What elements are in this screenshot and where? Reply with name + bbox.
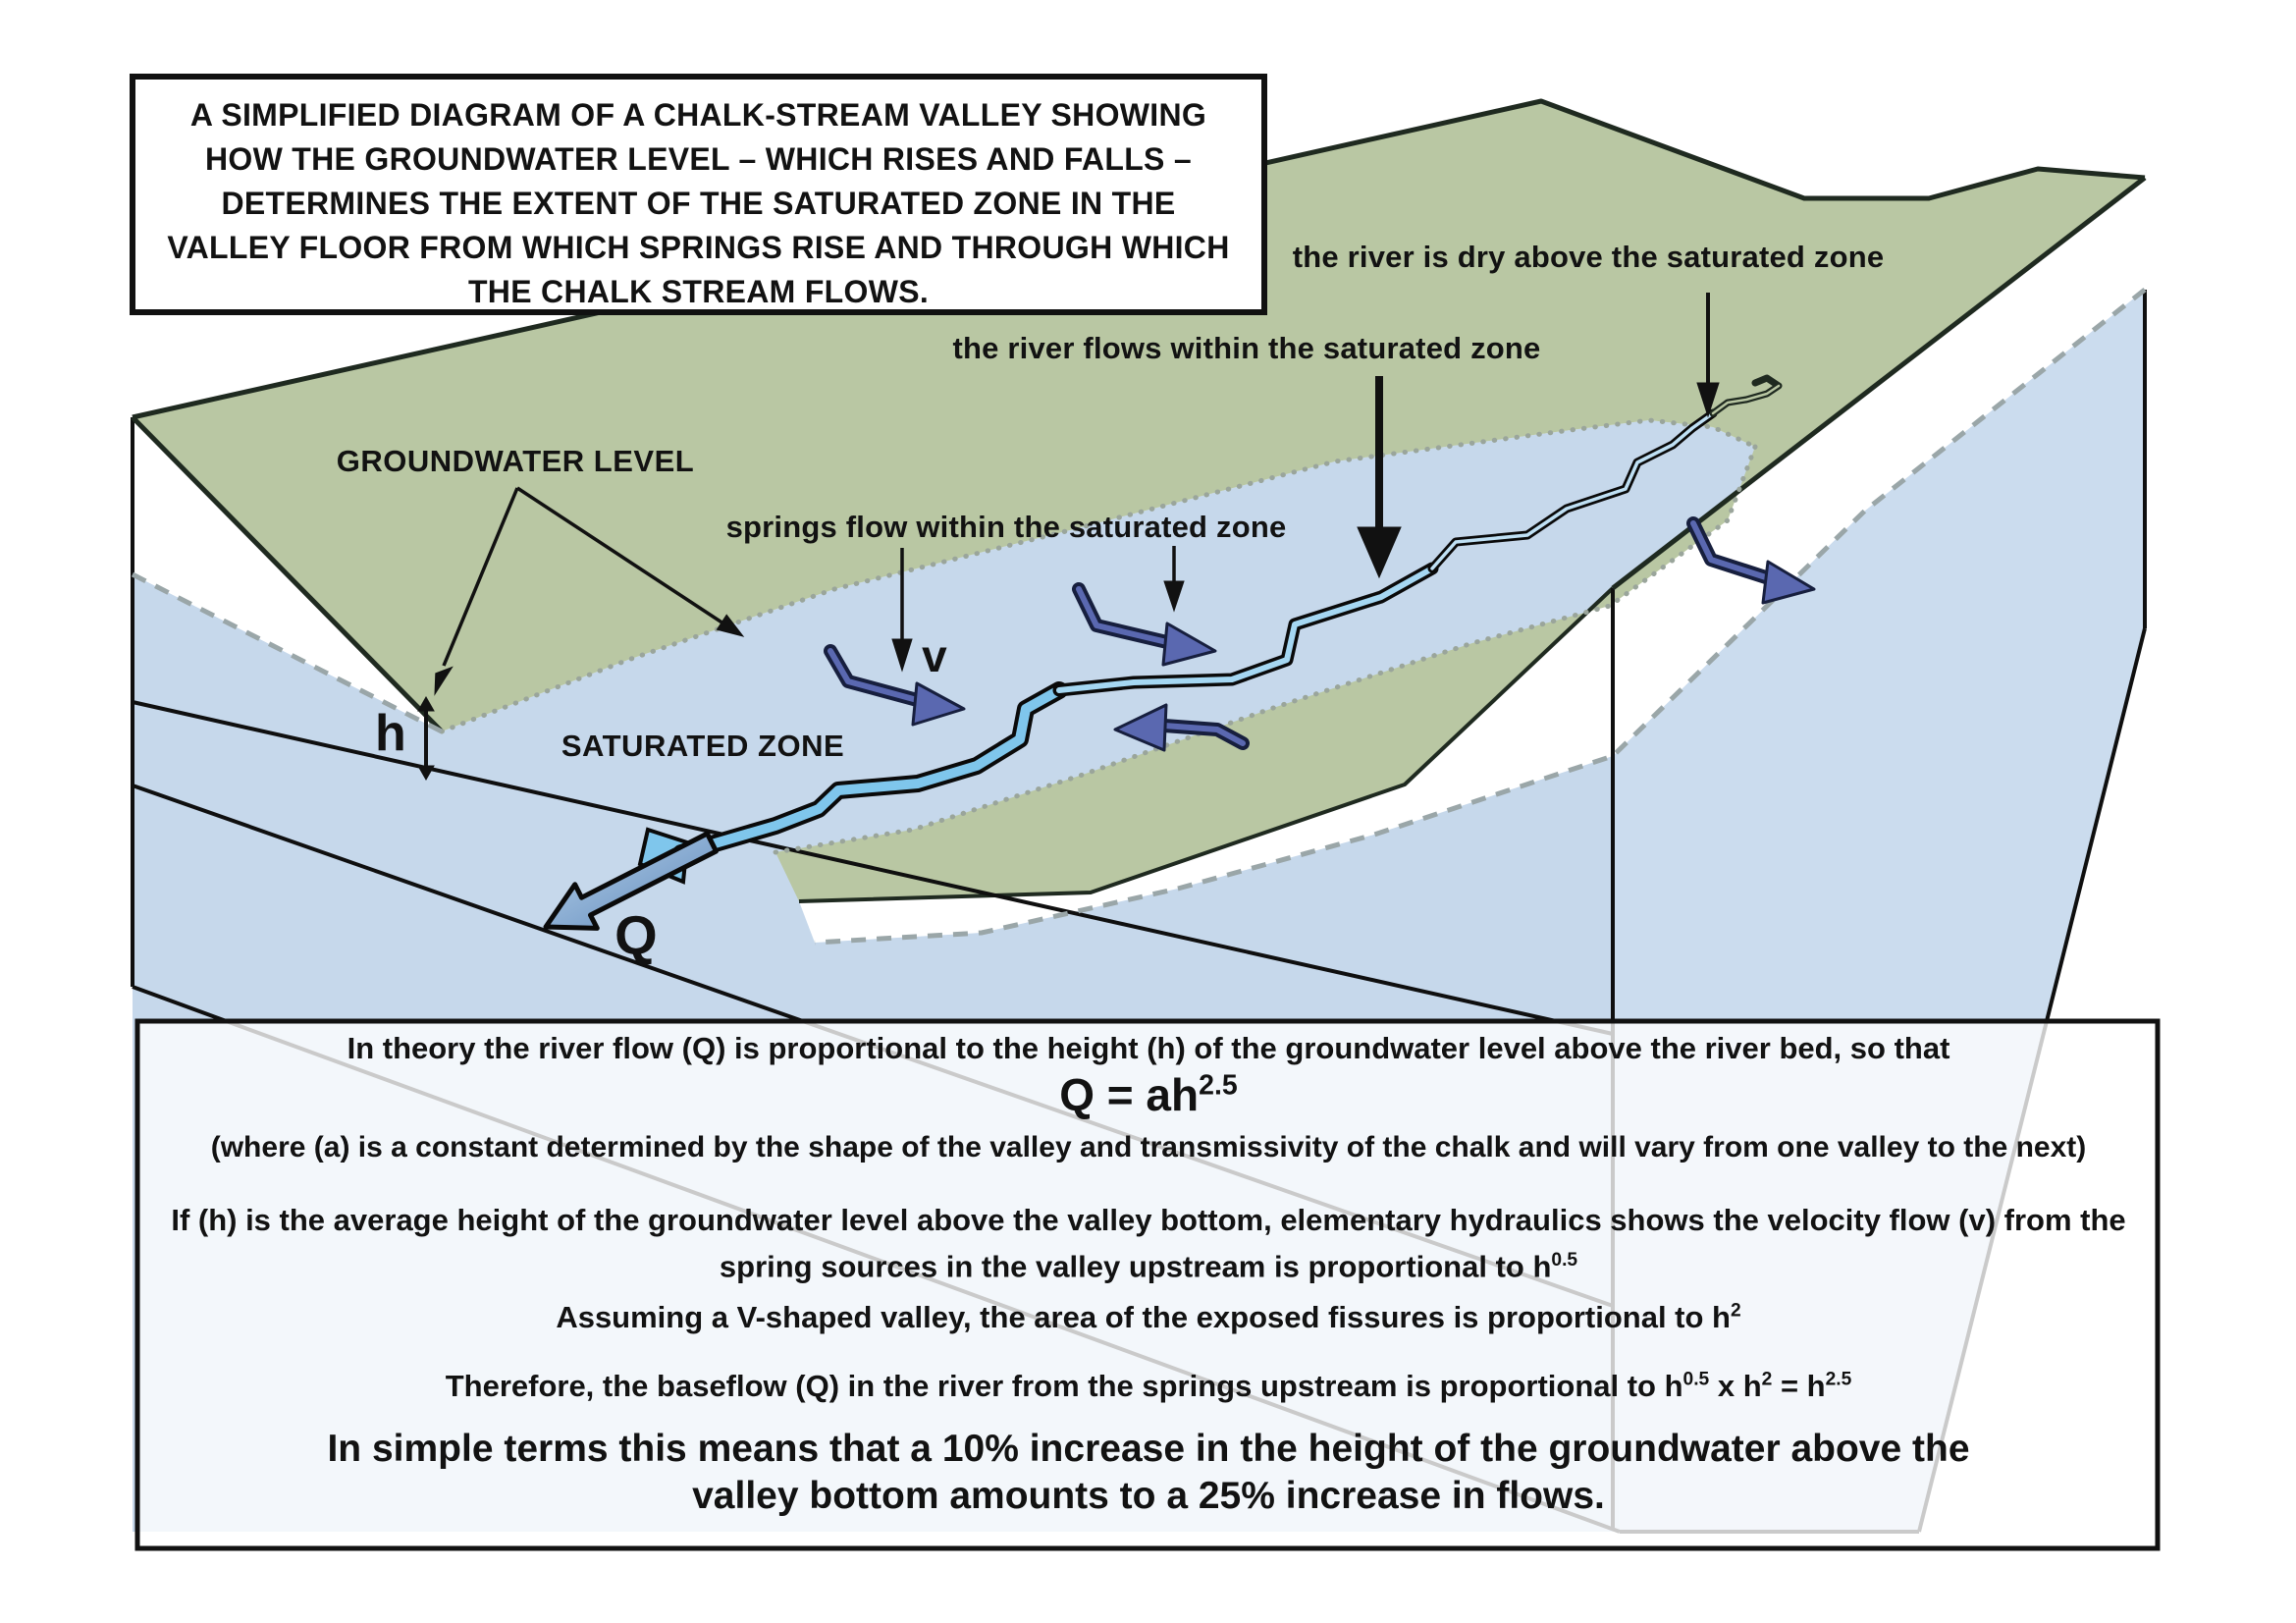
q-flow-arrow	[543, 831, 719, 931]
note-line5-e3: 2.5	[1825, 1369, 1852, 1390]
note-formula: Q = ah2.5	[147, 1068, 2150, 1121]
note-line6: In simple terms this means that a 10% in…	[327, 1428, 1970, 1517]
note-line1: In theory the river flow (Q) is proporti…	[347, 1031, 1950, 1065]
note-line4: Assuming a V-shaped valley, the area of …	[147, 1300, 2150, 1335]
label-river-dry: the river is dry above the saturated zon…	[1292, 240, 1885, 274]
note-line5: Therefore, the baseflow (Q) in the river…	[147, 1369, 2150, 1404]
title-line: DETERMINES THE EXTENT OF THE SATURATED Z…	[221, 186, 1176, 221]
label-groundwater-level: GROUNDWATER LEVEL	[336, 444, 695, 478]
note-line2: (where (a) is a constant determined by t…	[210, 1131, 2087, 1163]
title-line: HOW THE GROUNDWATER LEVEL – WHICH RISES …	[205, 141, 1192, 177]
label-v: v	[922, 630, 947, 681]
formula-base: Q = ah	[1059, 1069, 1200, 1120]
note-line5-e2: 2	[1761, 1369, 1773, 1390]
label-saturated-zone: SATURATED ZONE	[561, 729, 845, 763]
river-lower	[672, 681, 1068, 862]
note-line5-t1: Therefore, the baseflow (Q) in the river…	[445, 1369, 1683, 1403]
notes-box	[134, 1018, 2161, 1551]
label-river-flows: the river flows within the saturated zon…	[952, 331, 1541, 365]
note-line4-exp: 2	[1731, 1300, 1741, 1322]
annotation-arrows	[417, 293, 1720, 782]
note-line3-text: If (h) is the average height of the grou…	[171, 1203, 2126, 1284]
title-line: VALLEY FLOOR FROM WHICH SPRINGS RISE AND…	[167, 230, 1230, 265]
label-h: h	[375, 705, 406, 762]
title-box	[130, 74, 1267, 315]
note-line3: If (h) is the average height of the grou…	[167, 1200, 2130, 1286]
groundwater-boundary-dotted	[439, 417, 1758, 855]
land-tongue-edge	[798, 586, 1615, 903]
label-q: Q	[614, 903, 658, 966]
note-line5-t2: x h	[1709, 1369, 1762, 1403]
note-line5-t3: = h	[1772, 1369, 1826, 1403]
terrain-edges	[131, 98, 2147, 733]
note-line5-e1: 0.5	[1682, 1369, 1710, 1390]
groundwater-level-dashed	[131, 288, 2147, 946]
right-face-unsaturated	[799, 178, 2145, 943]
label-springs-flow: springs flow within the saturated zone	[725, 510, 1287, 544]
spring-arrows	[824, 516, 1816, 752]
river-dry-channel	[1709, 374, 1783, 417]
note-line3-exp: 0.5	[1551, 1250, 1578, 1271]
river-upper	[1427, 408, 1718, 573]
note-line4-text: Assuming a V-shaped valley, the area of …	[556, 1300, 1731, 1334]
river-middle	[1052, 562, 1439, 697]
title-line: THE CHALK STREAM FLOWS.	[467, 274, 930, 309]
land-surface	[133, 101, 2145, 731]
title-line: A SIMPLIFIED DIAGRAM OF A CHALK-STREAM V…	[189, 97, 1207, 133]
formula-exponent: 2.5	[1199, 1069, 1238, 1102]
title-text: A SIMPLIFIED DIAGRAM OF A CHALK-STREAM V…	[142, 93, 1255, 314]
